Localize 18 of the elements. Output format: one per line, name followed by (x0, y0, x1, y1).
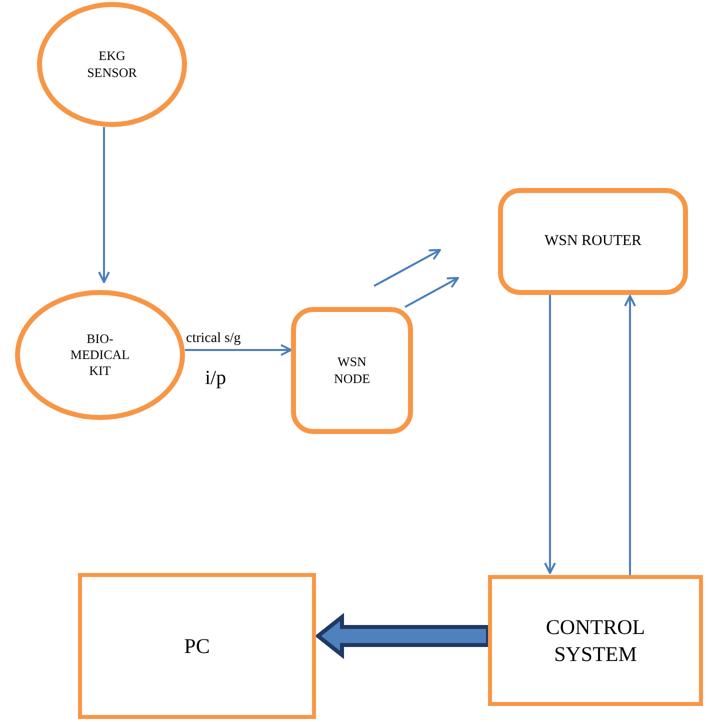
arrow (624, 295, 636, 575)
arrow (544, 295, 556, 574)
signal-label: i/p (205, 366, 226, 390)
arrow (98, 127, 110, 283)
block-arrow (314, 612, 490, 660)
node-label: BIO-MEDICAL KIT (69, 330, 131, 380)
rounded-box (498, 188, 688, 295)
node-label: WSN NODE (332, 354, 372, 387)
node-label: WSN ROUTER (543, 232, 643, 251)
node-label: EKG SENSOR (86, 48, 138, 81)
arrow (185, 344, 292, 356)
arrow (404, 277, 459, 308)
node-label: CONTROL SYSTEM (544, 614, 646, 667)
process-box (78, 573, 316, 719)
node-label: PC (183, 632, 211, 660)
edge-label: ctrical s/g (186, 331, 241, 347)
process-box (488, 575, 703, 706)
rounded-box (291, 307, 413, 434)
